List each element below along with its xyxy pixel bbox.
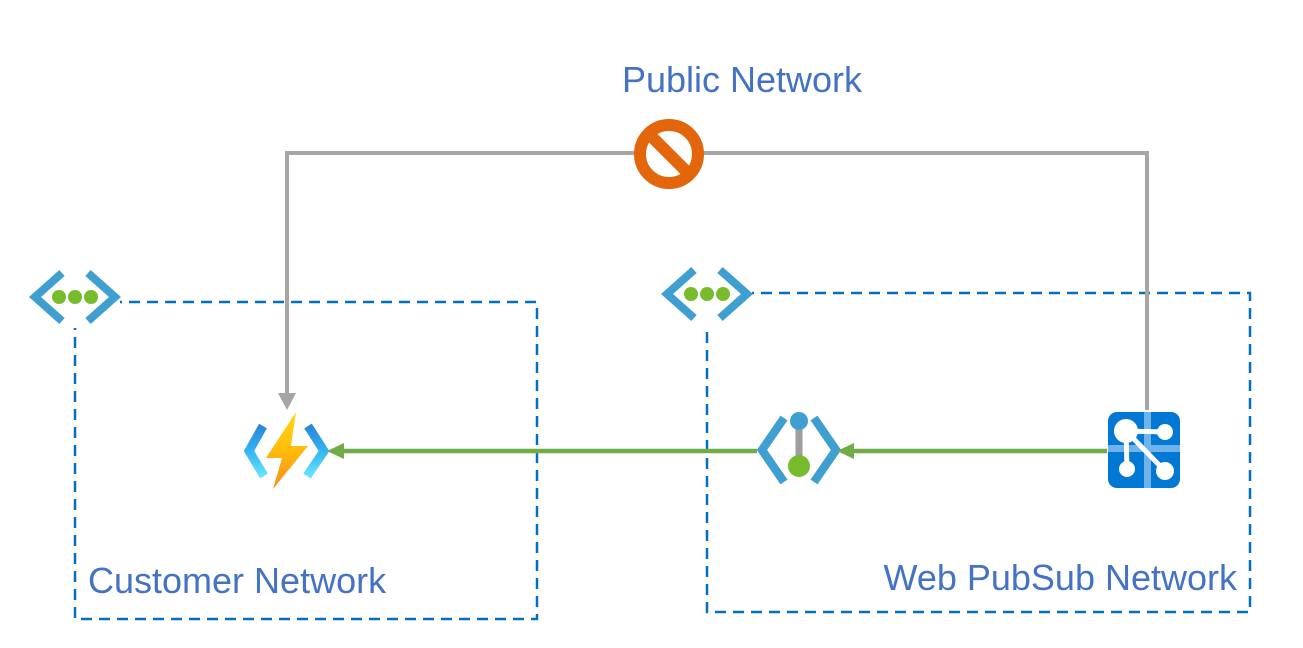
arrowhead-left-icon xyxy=(327,443,344,459)
virtual-network-icon-left xyxy=(28,270,122,324)
blocked-route-connector xyxy=(278,151,1149,410)
blocked-route-line xyxy=(285,151,1149,410)
private-endpoint-icon xyxy=(756,412,842,485)
virtual-network-icon-right xyxy=(660,267,754,321)
green-arrow-private-endpoint-to-function xyxy=(327,443,757,459)
customer-network-label: Customer Network xyxy=(88,560,387,601)
lightning-bolt-icon xyxy=(266,412,308,489)
arrowhead-left-icon xyxy=(837,443,854,459)
green-arrow-webpubsub-to-private-endpoint xyxy=(837,443,1107,459)
function-app-icon xyxy=(243,412,330,489)
customer-network-boundary xyxy=(73,300,539,621)
web-pubsub-icon xyxy=(1108,412,1180,488)
web-pubsub-network-boundary xyxy=(705,291,1252,614)
web-pubsub-network-label: Web PubSub Network xyxy=(883,557,1237,598)
prohibition-icon xyxy=(634,119,704,189)
arrowhead-down-icon xyxy=(278,393,296,410)
public-network-label: Public Network xyxy=(621,59,863,100)
